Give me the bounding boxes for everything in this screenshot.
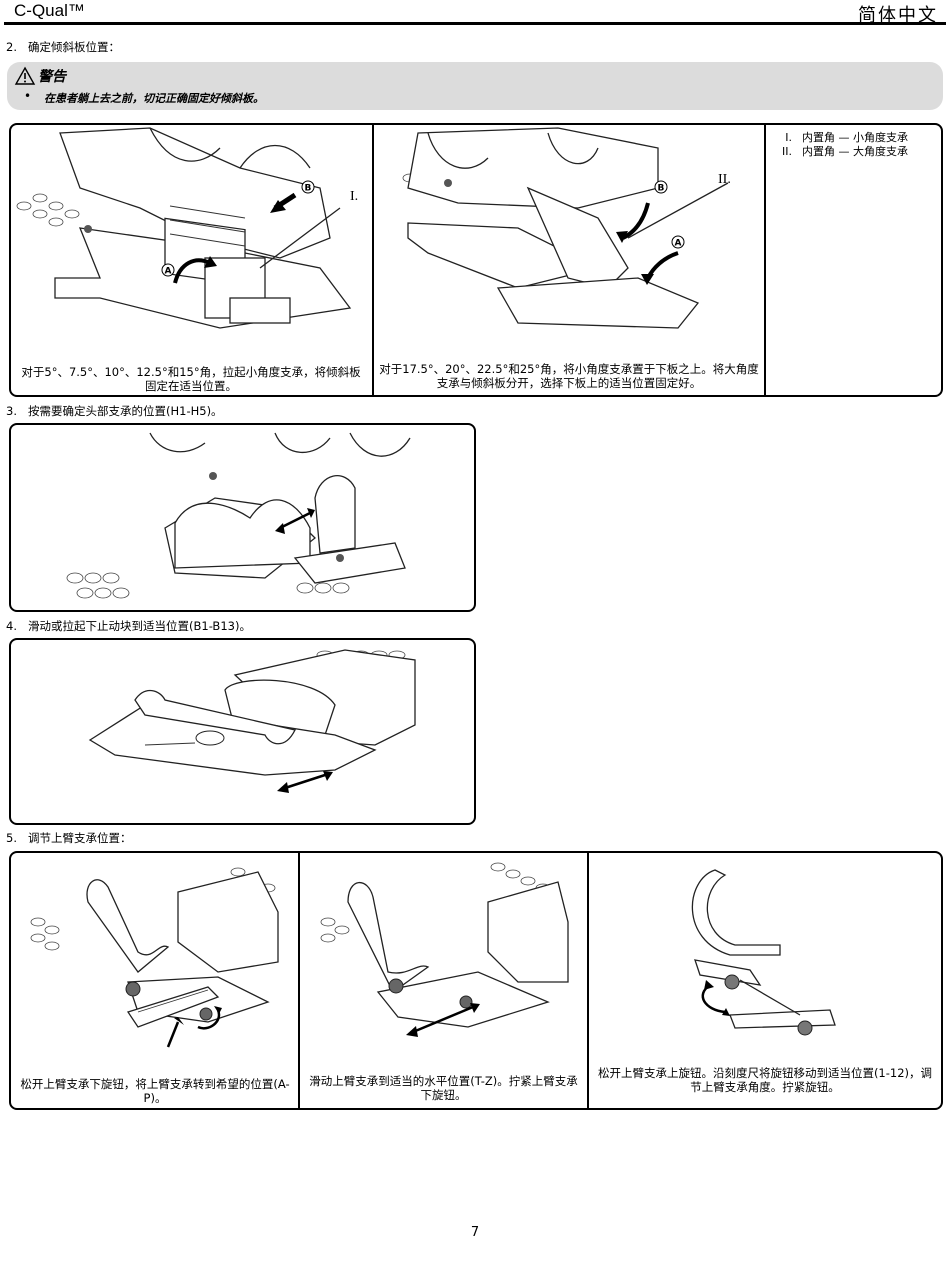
step-text: 滑动或拉起下止动块到适当位置(B1-B13)。 xyxy=(28,619,251,633)
stop-block-illustration xyxy=(88,649,416,793)
warning-text: 在患者躺上去之前，切记正确固定好倾斜板。 xyxy=(44,92,264,105)
step-3: 3. 按需要确定头部支承的位置(H1-H5)。 xyxy=(6,403,223,419)
arm-caption-rotate: 松开上臂支承下旋钮，将上臂支承转到希望的位置(A-P)。 xyxy=(20,1077,290,1105)
support-legend: I. 内置角 — 小角度支承 II. 内置角 — 大角度支承 xyxy=(770,131,940,159)
callout-a: A xyxy=(675,239,682,249)
arm-angle-illustration xyxy=(691,869,836,1036)
step-number: 4. xyxy=(6,619,17,633)
small-angle-support-illustration: A B I. xyxy=(16,127,358,329)
arm-caption-angle: 松开上臂支承上旋钮。沿刻度尺将旋钮移动到适当位置(1-12)，调节上臂支承角度。… xyxy=(597,1066,933,1094)
step-number: 5. xyxy=(6,831,17,845)
roman-label-ii: II. xyxy=(718,172,731,187)
large-angle-support-illustration: B A II. xyxy=(402,127,731,329)
legend-text: 内置角 — 大角度支承 xyxy=(802,145,908,158)
callout-a: A xyxy=(165,267,172,277)
legend-text: 内置角 — 小角度支承 xyxy=(802,131,908,144)
step-4: 4. 滑动或拉起下止动块到适当位置(B1-B13)。 xyxy=(6,618,251,634)
header-rule xyxy=(4,22,946,25)
tilt-caption-small-angle: 对于5°、7.5°、10°、12.5°和15°角，拉起小角度支承，将倾斜板固定在… xyxy=(21,365,361,393)
step-number: 2. xyxy=(6,40,17,54)
tilt-caption-large-angle: 对于17.5°、20°、22.5°和25°角，将小角度支承置于下板之上。将大角度… xyxy=(379,362,759,390)
head-support-panel xyxy=(9,423,476,612)
warning-bullet: • xyxy=(24,89,32,103)
callout-b: B xyxy=(658,184,665,194)
step-text: 调节上臂支承位置： xyxy=(28,831,132,845)
language-label: 简体中文 xyxy=(858,5,938,26)
arm-caption-slide: 滑动上臂支承到适当的水平位置(T-Z)。拧紧上臂支承下旋钮。 xyxy=(309,1074,578,1102)
legend-item: I. 内置角 — 小角度支承 xyxy=(770,131,940,145)
stop-block-panel xyxy=(9,638,476,825)
panel-divider xyxy=(587,852,589,1109)
warning-triangle-icon xyxy=(14,66,36,85)
page-number: 7 xyxy=(470,1225,480,1240)
legend-item: II. 内置角 — 大角度支承 xyxy=(770,145,940,159)
arm-slide-illustration xyxy=(320,862,569,1037)
roman-label-i: I. xyxy=(350,189,358,204)
panel-divider xyxy=(372,124,374,396)
step-2: 2. 确定倾斜板位置： xyxy=(6,39,120,55)
head-support-illustration xyxy=(66,432,411,599)
tilt-board-panel xyxy=(9,123,943,397)
arm-rotate-illustration xyxy=(30,867,279,1048)
warning-box xyxy=(7,62,943,110)
brand-title: C-Qual™ xyxy=(14,1,85,20)
warning-title: 警告 xyxy=(38,69,66,85)
panel-divider xyxy=(298,852,300,1109)
step-text: 确定倾斜板位置： xyxy=(28,40,120,54)
step-text: 按需要确定头部支承的位置(H1-H5)。 xyxy=(28,404,223,418)
step-number: 3. xyxy=(6,404,17,418)
legend-roman: I. xyxy=(785,131,792,144)
legend-roman: II. xyxy=(782,145,792,158)
callout-b: B xyxy=(305,184,312,194)
panel-divider xyxy=(764,124,766,396)
arm-support-panel xyxy=(9,851,943,1110)
step-5: 5. 调节上臂支承位置： xyxy=(6,830,132,846)
